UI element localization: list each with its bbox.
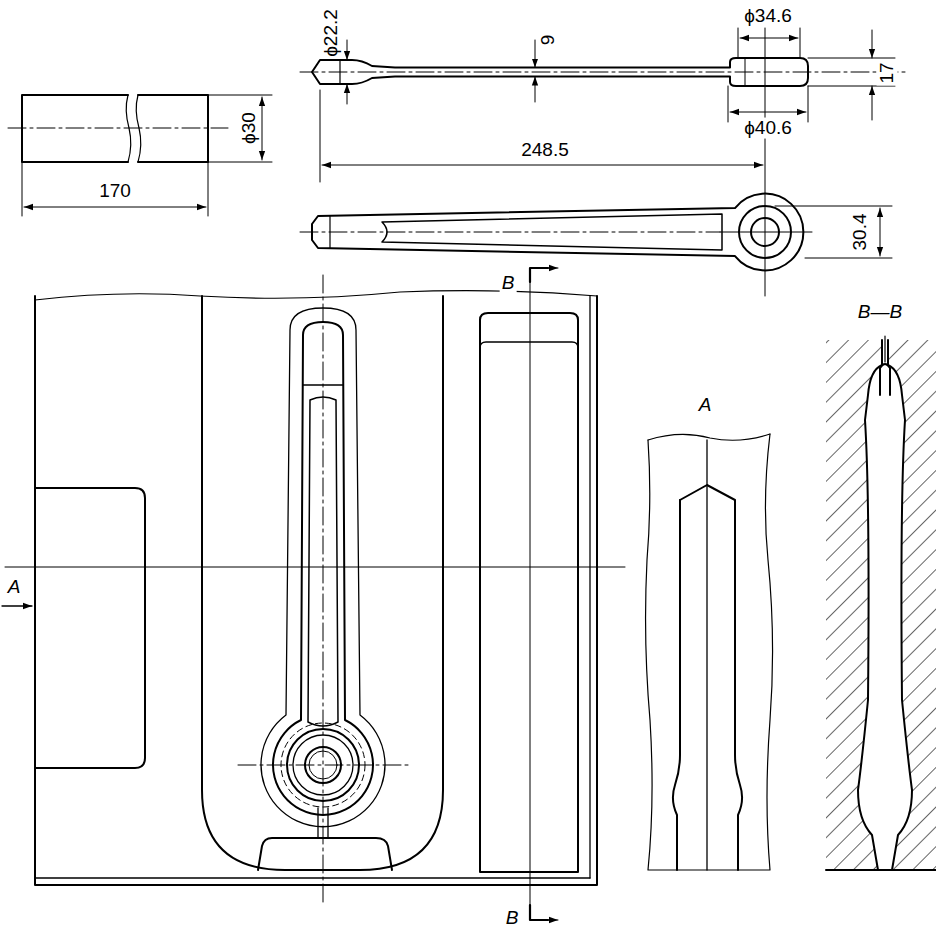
view-letter: B: [504, 908, 521, 929]
dimension-text: ϕ22.2: [321, 7, 342, 59]
view-a: [646, 434, 773, 870]
die-plan: [35, 291, 597, 885]
dimension-text: ϕ30: [239, 110, 260, 146]
view-letter: A: [697, 395, 714, 416]
dimension-text: 17: [877, 60, 898, 85]
dimension-text: 170: [97, 181, 133, 202]
view-letter: B—B: [856, 302, 904, 323]
dimension-text: ϕ40.6: [742, 118, 794, 139]
forging-elevation: [312, 58, 808, 86]
view-letter: A: [6, 577, 23, 598]
section-bb: [826, 336, 936, 870]
dimension-text: 9: [538, 33, 559, 48]
dimension-text: ϕ34.6: [742, 6, 794, 27]
view-letter: B: [500, 273, 517, 294]
dimension-text: 30.4: [850, 212, 871, 253]
dimension-text: 248.5: [519, 140, 571, 161]
